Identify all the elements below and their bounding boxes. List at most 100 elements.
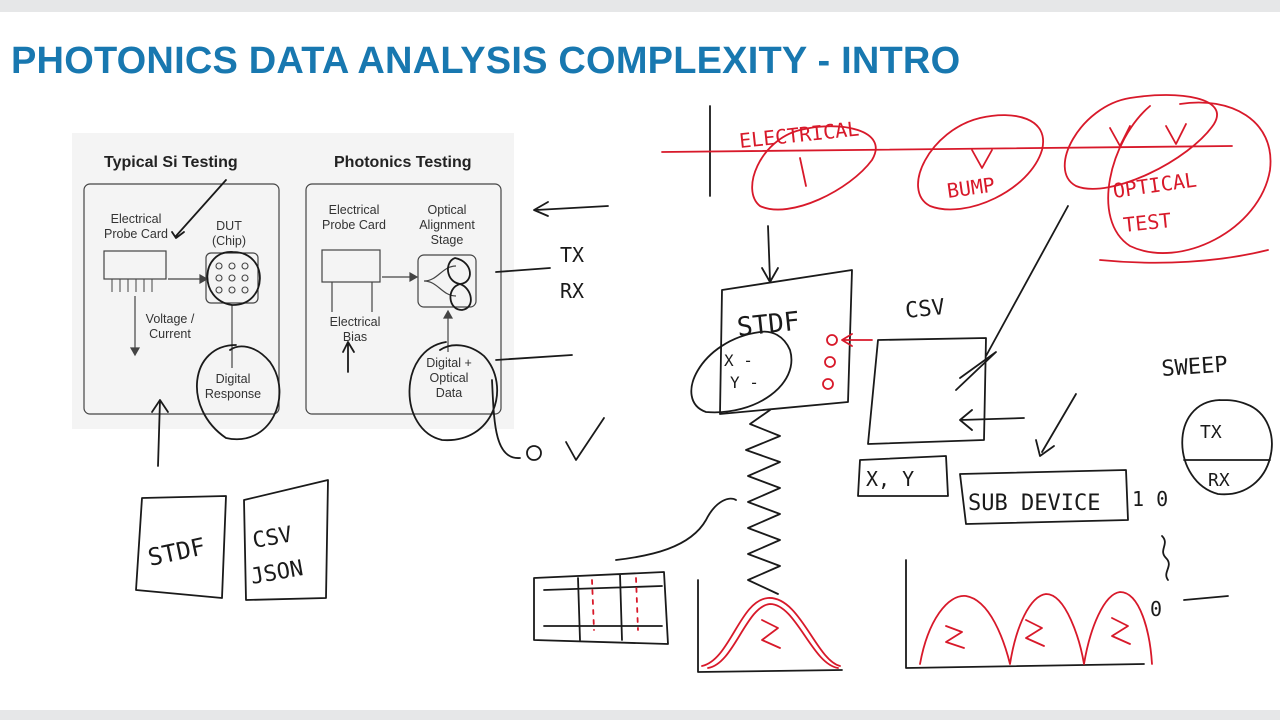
- optical-scribble-circles: [447, 257, 472, 311]
- slide-title: PHOTONICS DATA ANALYSIS COMPLEXITY - INT…: [11, 40, 961, 82]
- top-bar: [0, 0, 1280, 12]
- stdf-box-left: [135, 495, 227, 599]
- optical-stage-label: Optical Alignment Stage: [419, 203, 475, 247]
- spectrum-squiggle-left: [761, 619, 781, 649]
- one-zero-note: 1 0: [1132, 487, 1168, 511]
- spectrum-axes-left: [697, 579, 843, 673]
- si-probe-card-shape: [103, 250, 167, 280]
- bump-marker: [971, 149, 993, 169]
- sweep-note: SWEEP: [1161, 352, 1229, 382]
- curve-to-chip: [615, 497, 737, 561]
- printed-diagram-shapes: [83, 183, 502, 415]
- txrx-circle-right: [1181, 399, 1273, 495]
- probe-pins: [111, 279, 153, 292]
- zero-note: 0: [1150, 597, 1162, 621]
- xy-box: [857, 455, 949, 497]
- probe-to-dut-arrowhead: [199, 273, 209, 285]
- stdf-center-box: [719, 269, 853, 415]
- optical-note: OPTICAL: [1111, 167, 1198, 202]
- spectrum-peak-left: [701, 597, 841, 667]
- voltage-arrowhead: [129, 347, 141, 357]
- electrical-ellipse: [751, 125, 877, 211]
- down-arrow-to-stdf: [761, 225, 779, 283]
- sub-device-box: [959, 469, 1129, 525]
- electrical-marker: [799, 157, 807, 187]
- electrical-bias-label: Electrical Bias: [329, 315, 381, 344]
- photonics-probe-card-shape: [321, 249, 381, 283]
- tx-right-note: TX: [1200, 422, 1222, 443]
- upward-arrow-left: [151, 399, 169, 467]
- diagram-panel: [72, 133, 514, 429]
- probe-card-pointer: [171, 179, 227, 239]
- zigzag-connector: [745, 409, 781, 595]
- bottom-bar: [0, 710, 1280, 720]
- optical-waveguide: [423, 265, 457, 297]
- wafer-sketch: [533, 571, 669, 645]
- optical-ellipse-2: [1107, 101, 1272, 254]
- dut-pads: [215, 262, 249, 294]
- voltage-label: Voltage / Current: [145, 312, 195, 341]
- pointer-arrow-tx: [533, 201, 609, 217]
- photonics-probe-card-label: Electrical Probe Card: [322, 203, 386, 232]
- x-dash-note: X -: [724, 351, 753, 370]
- xy-circle: [690, 330, 793, 414]
- csv-left-arrow: [959, 409, 1025, 431]
- optical-ellipse-1: [1063, 94, 1218, 190]
- optical-stage-shape: [417, 254, 477, 308]
- tx-note: TX: [560, 243, 584, 267]
- red-baseline: [661, 145, 1233, 153]
- csv-json-box: [243, 479, 329, 601]
- csv-note-center: CSV: [904, 295, 946, 324]
- checkmark: [565, 417, 605, 461]
- si-testing-box: [83, 183, 280, 415]
- electrical-note: ELECTRICAL: [738, 117, 860, 153]
- dut-circle: [206, 251, 261, 306]
- csv-note: CSV: [251, 522, 294, 554]
- xy-note: X, Y: [866, 467, 914, 491]
- red-arrow-to-dots: [841, 333, 873, 347]
- spectrum-peak-left-2: [707, 603, 839, 669]
- test-note: TEST: [1122, 208, 1172, 237]
- dut-chip-shape: [205, 252, 259, 304]
- bump-note: BUMP: [945, 172, 996, 202]
- data-circle: [408, 341, 499, 441]
- red-dot-2: [824, 356, 836, 368]
- zero-dash: [1183, 595, 1229, 601]
- json-note: JSON: [249, 556, 306, 590]
- red-ink: [591, 94, 1272, 669]
- bump-ellipse: [917, 114, 1045, 211]
- red-dot-3: [822, 378, 834, 390]
- probe-to-optical-arrowhead: [409, 271, 419, 283]
- optical-to-txrx-line: [495, 267, 551, 273]
- spectrum-peaks-right: [919, 591, 1153, 665]
- digital-response-label: Digital Response: [204, 372, 262, 401]
- response-circle: [196, 344, 281, 441]
- rx-right-note: RX: [1208, 470, 1230, 491]
- y-dash-note: Y -: [730, 373, 759, 392]
- optical-underline: [1099, 249, 1269, 264]
- stdf-note-center: STDF: [736, 307, 801, 343]
- red-dot-1: [826, 334, 838, 346]
- dut-label: DUT (Chip): [211, 219, 247, 248]
- data-hook-line: [491, 379, 521, 459]
- wafer-red-marks: [591, 577, 639, 631]
- arrow-to-sub-device: [1035, 393, 1077, 457]
- rx-note: RX: [560, 279, 584, 303]
- data-up-arrowhead: [442, 309, 454, 319]
- data-hook-circle: [526, 445, 542, 461]
- photonics-testing-box: [305, 183, 502, 415]
- photonics-testing-heading: Photonics Testing: [334, 154, 472, 171]
- optical-markers: [1109, 123, 1187, 147]
- handwritten-text: TX RX STDF CSV JSON ELECTRICAL BUMP OPTI…: [145, 117, 1229, 621]
- si-probe-card-label: Electrical Probe Card: [104, 212, 168, 241]
- csv-center-box: [867, 337, 987, 445]
- digital-optical-data-label: Digital + Optical Data: [426, 356, 472, 400]
- arrow-to-csv: [955, 205, 1069, 391]
- data-to-right-line: [495, 354, 573, 361]
- spectrum-squiggles-right: [945, 617, 1131, 649]
- stdf-note-left: STDF: [145, 532, 207, 571]
- si-testing-heading: Typical Si Testing: [104, 154, 238, 171]
- bias-up-arrow: [342, 341, 355, 373]
- spectrum-axes-right: [905, 559, 1145, 669]
